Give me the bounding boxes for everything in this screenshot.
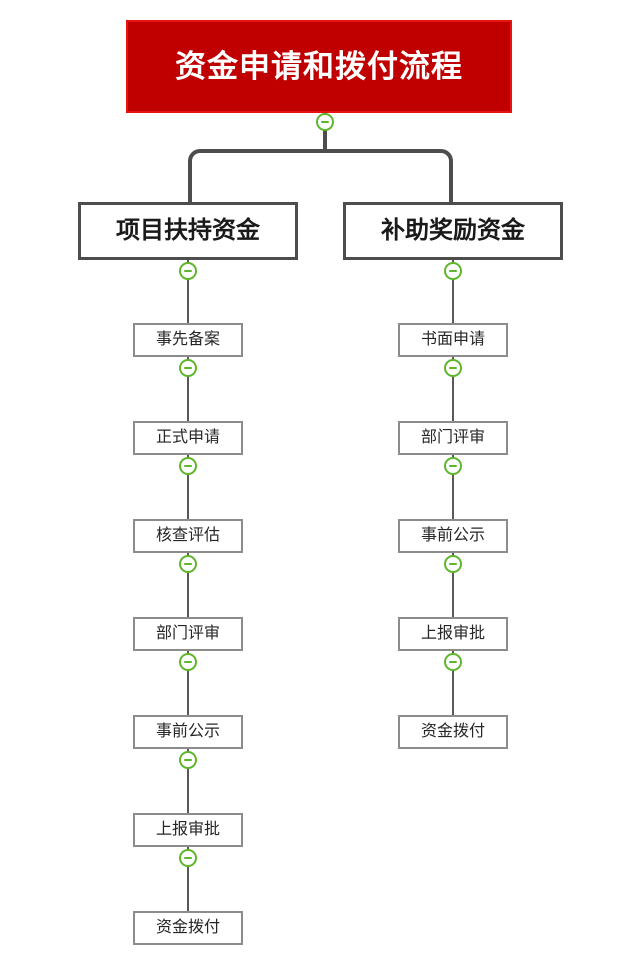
connector-left-3 [187,553,189,617]
step-node-right-5[interactable]: 资金拨付 [398,715,508,749]
step-node-label: 正式申请 [155,429,220,446]
connector-left-1 [187,357,189,421]
toggle-right-1[interactable] [444,359,462,377]
step-node-left-5[interactable]: 事前公示 [133,715,243,749]
step-node-left-7[interactable]: 资金拨付 [133,911,243,945]
toggle-left-2[interactable] [179,457,197,475]
minus-icon [184,270,192,272]
step-node-label: 事先备案 [155,331,220,348]
connector-left-6 [187,847,189,911]
step-node-label: 事前公示 [420,527,485,544]
branch-node-right[interactable]: 补助奖励资金 [343,202,563,260]
toggle-branch-left[interactable] [179,262,197,280]
step-node-right-1[interactable]: 书面申请 [398,323,508,357]
minus-icon [449,367,457,369]
connector-left-5 [187,749,189,813]
step-node-label: 上报审批 [420,625,485,642]
branch-node-left[interactable]: 项目扶持资金 [78,202,298,260]
connector-left-2 [187,455,189,519]
toggle-left-1[interactable] [179,359,197,377]
minus-icon [449,661,457,663]
step-node-label: 资金拨付 [155,919,220,936]
minus-icon [184,759,192,761]
toggle-left-3[interactable] [179,555,197,573]
step-node-label: 书面申请 [420,331,485,348]
toggle-root[interactable] [316,113,334,131]
connector-right-3 [452,553,454,617]
step-node-left-3[interactable]: 核查评估 [133,519,243,553]
step-node-left-4[interactable]: 部门评审 [133,617,243,651]
connector-left-lead [187,260,189,323]
branch-left-label: 项目扶持资金 [116,217,260,244]
connector-right-2 [452,455,454,519]
step-node-label: 部门评审 [155,625,220,642]
minus-icon [184,367,192,369]
toggle-branch-right[interactable] [444,262,462,280]
branch-right-label: 补助奖励资金 [381,217,525,244]
connector-right-1 [452,357,454,421]
toggle-left-6[interactable] [179,849,197,867]
step-node-left-1[interactable]: 事先备案 [133,323,243,357]
step-node-right-2[interactable]: 部门评审 [398,421,508,455]
root-node-title[interactable]: 资金申请和拨付流程 [126,20,512,113]
minus-icon [449,465,457,467]
step-node-label: 事前公示 [155,723,220,740]
step-node-label: 上报审批 [155,821,220,838]
minus-icon [449,270,457,272]
connector-left-4 [187,651,189,715]
root-node-label: 资金申请和拨付流程 [175,49,463,84]
minus-icon [321,121,329,123]
step-node-right-4[interactable]: 上报审批 [398,617,508,651]
toggle-left-5[interactable] [179,751,197,769]
connector-root-trunk [323,113,327,151]
toggle-right-4[interactable] [444,653,462,671]
minus-icon [184,563,192,565]
step-node-label: 核查评估 [155,527,220,544]
step-node-right-3[interactable]: 事前公示 [398,519,508,553]
connector-right-lead [452,260,454,323]
step-node-left-6[interactable]: 上报审批 [133,813,243,847]
step-node-left-2[interactable]: 正式申请 [133,421,243,455]
toggle-right-2[interactable] [444,457,462,475]
minus-icon [184,661,192,663]
toggle-left-4[interactable] [179,653,197,671]
connector-root-fork [188,149,453,202]
toggle-right-3[interactable] [444,555,462,573]
connector-right-4 [452,651,454,715]
minus-icon [449,563,457,565]
minus-icon [184,857,192,859]
step-node-label: 部门评审 [420,429,485,446]
minus-icon [184,465,192,467]
step-node-label: 资金拨付 [420,723,485,740]
